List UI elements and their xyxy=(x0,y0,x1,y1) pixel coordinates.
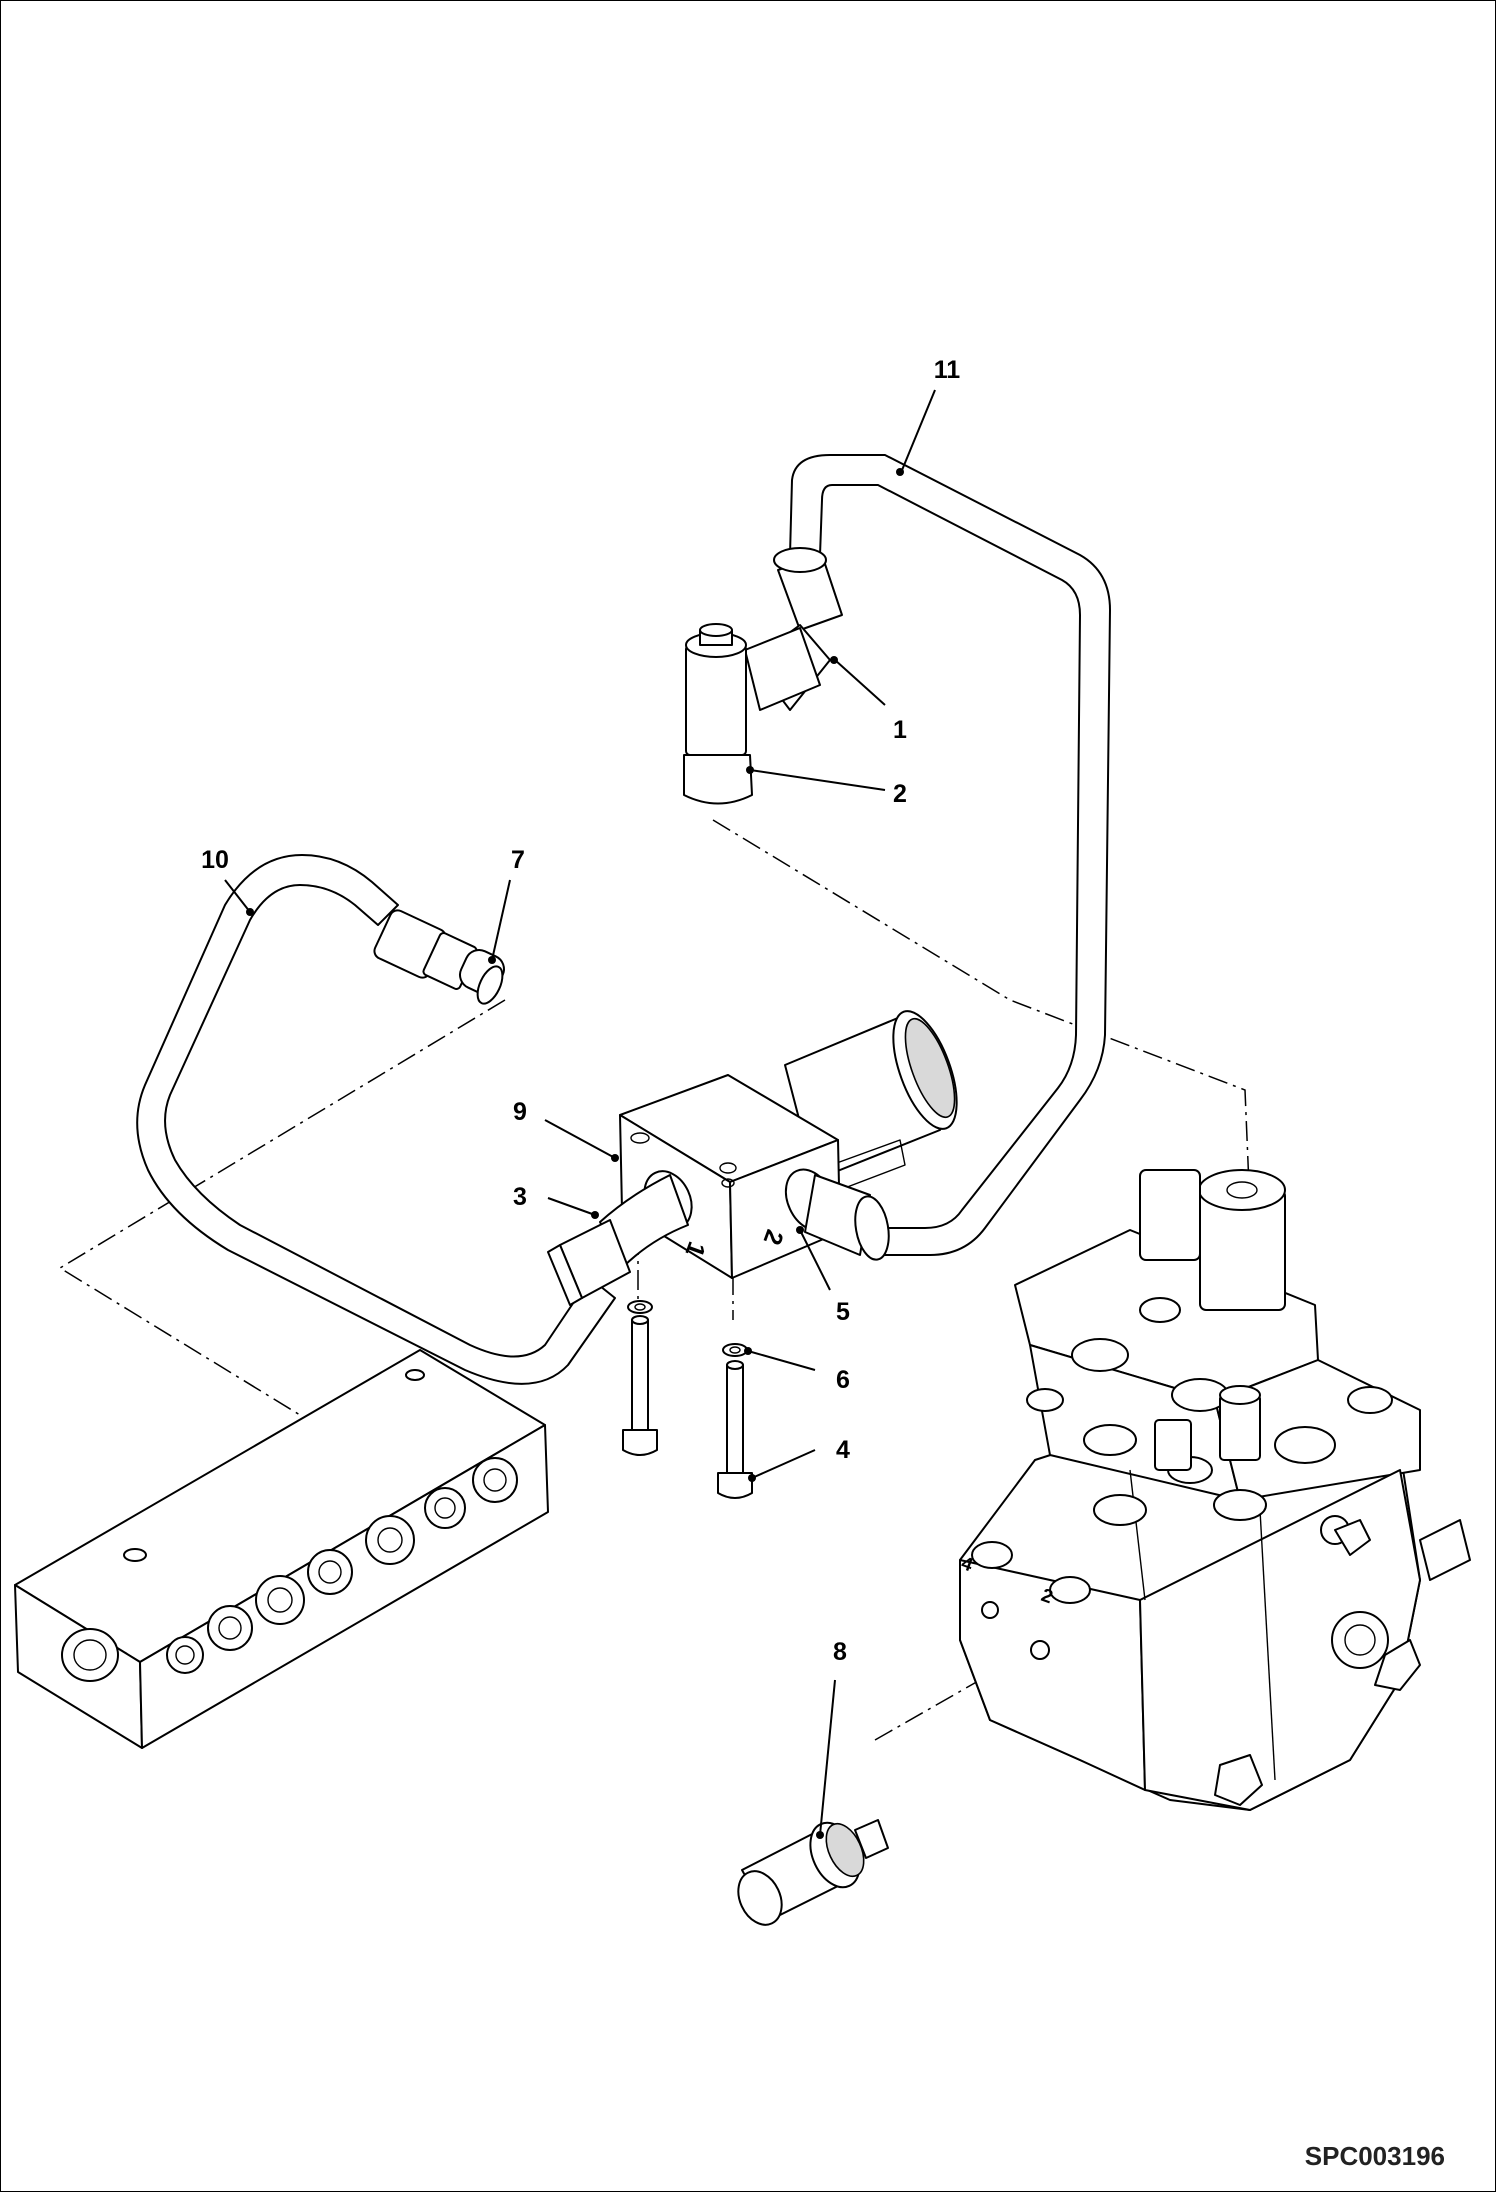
valve-front-ports xyxy=(971,1519,1471,1806)
callout-11: 11 xyxy=(934,356,961,384)
callout-numbers: 11 1 2 10 7 9 3 5 6 4 8 xyxy=(201,356,960,1666)
elbow-fitting-3 xyxy=(547,1170,693,1306)
pipe-11 xyxy=(789,454,1111,1256)
callout-9: 9 xyxy=(513,1098,527,1126)
callout-10: 10 xyxy=(201,846,229,874)
manifold-ports xyxy=(166,1457,518,1674)
callout-6: 6 xyxy=(836,1366,850,1394)
callout-5: 5 xyxy=(836,1298,850,1326)
control-valve-assembly: 4 2 xyxy=(958,1169,1471,1811)
pipe-10 xyxy=(136,854,616,1385)
fitting-7 xyxy=(373,909,505,1005)
valve-spool-caps xyxy=(1026,1297,1393,1545)
leader-lines xyxy=(224,389,936,1839)
mounting-screws-4 xyxy=(622,1300,753,1499)
drawing-code: SPC003196 xyxy=(1305,2141,1445,2171)
callout-1: 1 xyxy=(893,716,907,744)
callout-7: 7 xyxy=(511,846,525,874)
callout-8: 8 xyxy=(833,1638,847,1666)
fitting-5 xyxy=(784,1168,890,1261)
tee-fitting-1-2 xyxy=(683,547,843,805)
callout-4: 4 xyxy=(836,1436,850,1464)
callout-3: 3 xyxy=(513,1183,527,1211)
pressure-sensor-8 xyxy=(737,1819,889,1926)
manifold-block xyxy=(14,1349,549,1749)
callout-2: 2 xyxy=(893,780,907,808)
